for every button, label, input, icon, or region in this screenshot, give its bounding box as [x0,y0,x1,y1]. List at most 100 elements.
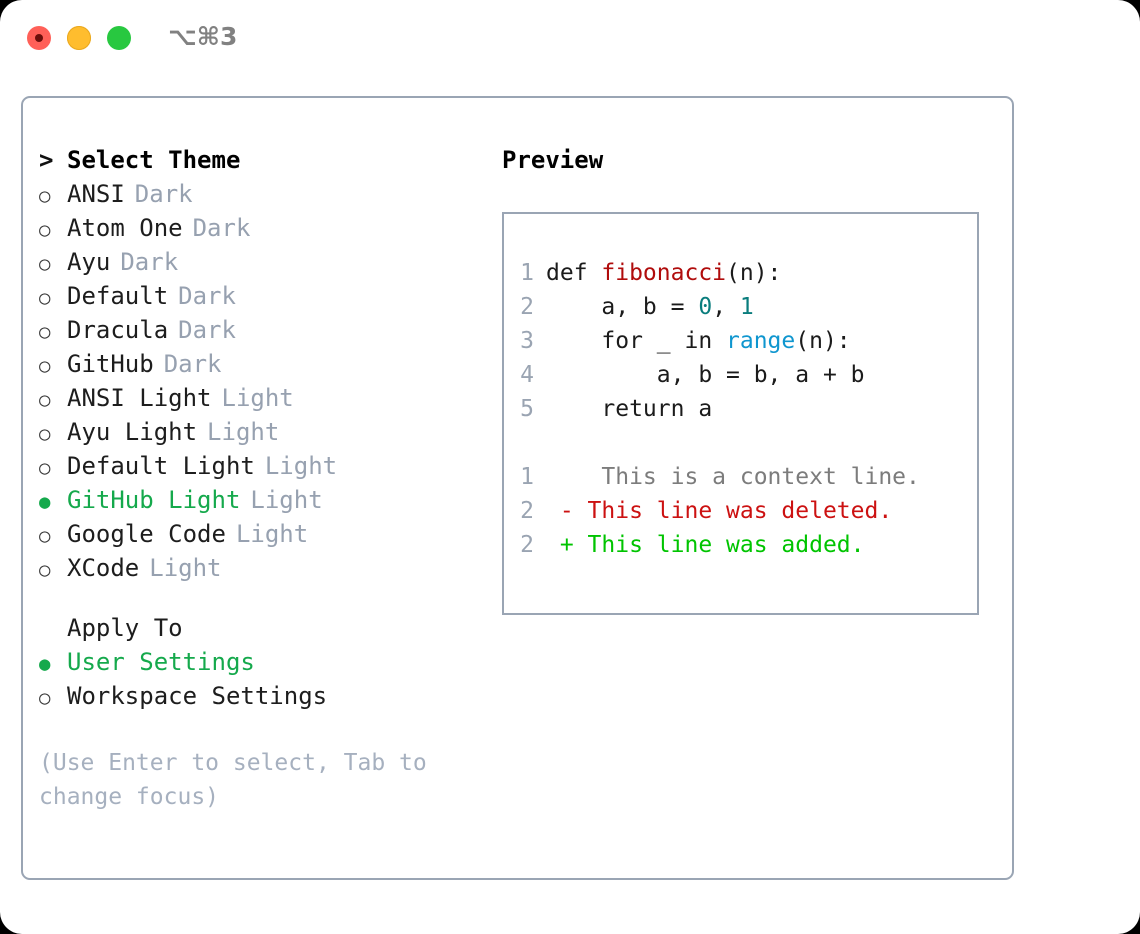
code-token: a, b = b, a + b [546,362,865,388]
theme-variant-tag: Light [264,452,338,480]
apply-to-option[interactable]: User Settings [39,648,479,682]
theme-list-item[interactable]: Dracula Dark [39,316,479,350]
code-token: a, b = [546,294,699,320]
apply-to-option[interactable]: Workspace Settings [39,682,479,716]
line-number: 2 [520,294,534,320]
caret-icon [39,146,67,174]
maximize-button[interactable] [107,26,131,50]
keyboard-shortcut-label: ⌥⌘3 [168,22,238,51]
close-button[interactable] [27,26,51,50]
theme-name: GitHub [67,350,154,378]
theme-variant-tag: Light [207,418,280,446]
keyboard-hint: (Use Enter to select, Tab to change focu… [39,750,427,810]
minimize-button[interactable] [67,26,91,50]
theme-name: Ayu Light [67,418,198,446]
apply-to-header: Apply To [39,614,479,648]
diff-sample: 1 This is a context line.2 - This line w… [504,460,977,562]
line-number: 2 [520,532,534,558]
code-token: 1 [739,294,754,320]
theme-list-item[interactable]: Google Code Light [39,520,479,554]
radio-selected-icon [39,648,67,676]
radio-empty-icon [39,682,67,710]
code-token: return a [546,396,713,422]
diff-line: 2 - This line was deleted. [504,494,977,528]
theme-list: ANSIDarkAtom OneDarkAyuDarkDefaultDarkDr… [39,180,479,588]
theme-variant-tag: Dark [134,180,193,208]
diff-line-text: - This line was deleted. [546,498,893,524]
code-line: 1 def fibonacci(n): [504,256,977,290]
theme-variant-tag: Dark [163,350,222,378]
apply-to-option-label: Workspace Settings [67,682,328,710]
select-theme-header: Select Theme [39,146,479,180]
code-token: 0 [698,294,713,320]
code-line-text: return a [546,392,712,426]
theme-name: Default [67,282,169,310]
theme-list-item[interactable]: GitHub Dark [39,350,479,384]
section-spacer [39,588,479,614]
theme-name: ANSI Light [67,384,212,412]
theme-name: GitHub Light [67,486,241,514]
radio-empty-icon [39,248,67,276]
theme-name: Ayu [67,248,111,276]
apply-to-title: Apply To [67,614,183,642]
code-line-text: for _ in range(n): [546,324,850,358]
code-line: 5 return a [504,392,977,426]
theme-list-item[interactable]: ANSI Dark [39,180,479,214]
code-token: def [546,260,602,286]
theme-name: Atom One [67,214,183,242]
radio-empty-icon [39,282,67,310]
theme-variant-tag: Light [235,520,309,548]
line-number: 4 [520,362,534,388]
line-number: 3 [520,328,534,354]
apply-to-options: User SettingsWorkspace Settings [39,648,479,716]
theme-variant-tag: Dark [120,248,179,276]
radio-empty-icon [39,214,67,242]
diff-line: 2 + This line was added. [504,528,977,562]
code-line-text: a, b = 0, 1 [546,290,754,324]
theme-list-item[interactable]: Atom One Dark [39,214,479,248]
line-number: 1 [520,464,534,490]
theme-list-item[interactable]: Ayu Light Light [39,418,479,452]
code-diff-spacer [504,426,977,460]
radio-selected-icon [39,486,67,514]
theme-name: XCode [67,554,140,582]
code-token: fibonacci [601,260,727,286]
line-number: 2 [520,498,534,524]
code-line: 2 a, b = 0, 1 [504,290,977,324]
radio-empty-icon [39,350,67,378]
theme-list-item[interactable]: GitHub Light Light [39,486,479,520]
radio-empty-icon [39,180,67,208]
theme-variant-tag: Light [250,486,323,514]
radio-empty-icon [39,384,67,412]
radio-empty-icon [39,520,67,548]
window-controls [27,26,131,50]
theme-list-item[interactable]: Default Dark [39,282,479,316]
code-token: (n): [726,260,782,286]
code-line: 4 a, b = b, a + b [504,358,977,392]
theme-list-item[interactable]: Ayu Dark [39,248,479,282]
theme-list-item[interactable]: Default Light Light [39,452,479,486]
code-line: 3 for _ in range(n): [504,324,977,358]
apply-to-option-label: User Settings [67,648,255,676]
code-line-text: def fibonacci(n): [546,256,781,290]
title-bar: ⌥⌘3 [0,0,1140,78]
theme-name: Dracula [67,316,169,344]
line-number: 1 [520,260,534,286]
select-theme-title: Select Theme [67,146,241,174]
theme-name: Google Code [67,520,226,548]
theme-variant-tag: Dark [178,282,236,310]
diff-line-text: + This line was added. [546,532,865,558]
main-panel: Select Theme ANSIDarkAtom OneDarkAyuDark… [21,96,1014,880]
theme-name: Default Light [67,452,255,480]
theme-name: ANSI [67,180,125,208]
line-number: 5 [520,396,534,422]
code-token: for _ in [546,328,727,354]
theme-variant-tag: Dark [178,316,236,344]
theme-variant-tag: Dark [192,214,251,242]
